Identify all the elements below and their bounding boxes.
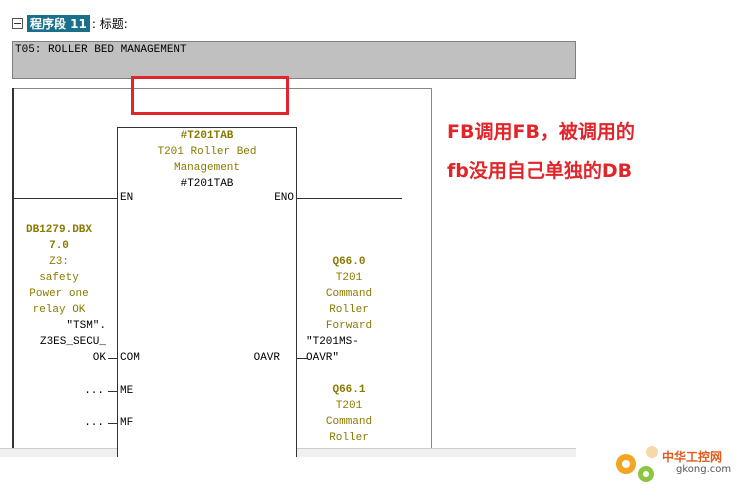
watermark-url: gkong.com [676, 464, 732, 475]
network-comment: T05: ROLLER BED MANAGEMENT [15, 44, 187, 56]
pin-mf: MF [120, 417, 134, 429]
next-output-comment-2: Command [325, 416, 373, 428]
oavr-symbol-1[interactable]: "T201MS- [306, 336, 359, 348]
com-address-1[interactable]: DB1279.DBX [25, 224, 92, 236]
com-address-2[interactable]: 7.0 [49, 240, 69, 252]
com-symbol-1[interactable]: "TSM". [66, 320, 106, 332]
oavr-comment-1: T201 [335, 272, 363, 284]
oavr-address[interactable]: Q66.0 [332, 256, 366, 268]
pin-en: EN [120, 192, 134, 204]
com-comment-2: safety [39, 272, 79, 284]
fb-instance-name: #T201TAB [180, 130, 234, 142]
fb-description-1: T201 Roller Bed [157, 146, 257, 158]
mf-wire [108, 423, 117, 424]
oavr-comment-3: Roller [329, 304, 369, 316]
collapse-toggle-icon[interactable] [12, 17, 23, 29]
me-wire [108, 391, 117, 392]
com-comment-4: relay OK [32, 304, 86, 316]
network-title-label: : 标题: [91, 16, 128, 31]
watermark-logo: 中华工控网 gkong.com [604, 438, 744, 498]
fb-description-2: Management [173, 162, 240, 174]
com-symbol-2[interactable]: Z3ES_SECU_ [39, 336, 106, 348]
next-output-address[interactable]: Q66.1 [332, 384, 366, 396]
en-rung-wire [14, 198, 117, 199]
annotation-line-2: fb没用自己单独的DB [447, 160, 633, 182]
left-power-rail [12, 88, 14, 448]
com-comment-3: Power one [29, 288, 89, 300]
pin-com: COM [120, 352, 140, 364]
com-wire [108, 358, 117, 359]
com-comment-1: Z3: [49, 256, 69, 268]
com-symbol-3[interactable]: OK [92, 352, 106, 364]
next-output-comment-1: T201 [335, 400, 363, 412]
network-number[interactable]: 程序段 11 [27, 14, 90, 32]
next-output-comment-3: Roller [329, 432, 369, 444]
eno-rung-wire [297, 198, 402, 199]
gear-icon [616, 446, 658, 482]
fb-call-block[interactable]: #T201TAB T201 Roller Bed Management #T20… [117, 127, 297, 457]
oavr-symbol-2[interactable]: OAVR" [306, 352, 340, 364]
pin-oavr: OAVR [253, 352, 280, 364]
pin-me: ME [120, 385, 134, 397]
annotation-line-1: FB调用FB，被调用的 [447, 121, 635, 143]
pin-eno: ENO [274, 192, 294, 204]
oavr-wire [297, 358, 307, 359]
network-comment-box[interactable]: T05: ROLLER BED MANAGEMENT [12, 41, 576, 79]
oavr-comment-4: Forward [325, 320, 373, 332]
oavr-comment-2: Command [325, 288, 373, 300]
fb-instance-name-2: #T201TAB [180, 178, 234, 190]
me-operand[interactable]: ... [84, 385, 104, 397]
network-header: 程序段 11 : 标题: [12, 14, 128, 32]
watermark-text: 中华工控网 [662, 450, 723, 464]
mf-operand[interactable]: ... [84, 417, 104, 429]
highlight-box [131, 76, 289, 115]
